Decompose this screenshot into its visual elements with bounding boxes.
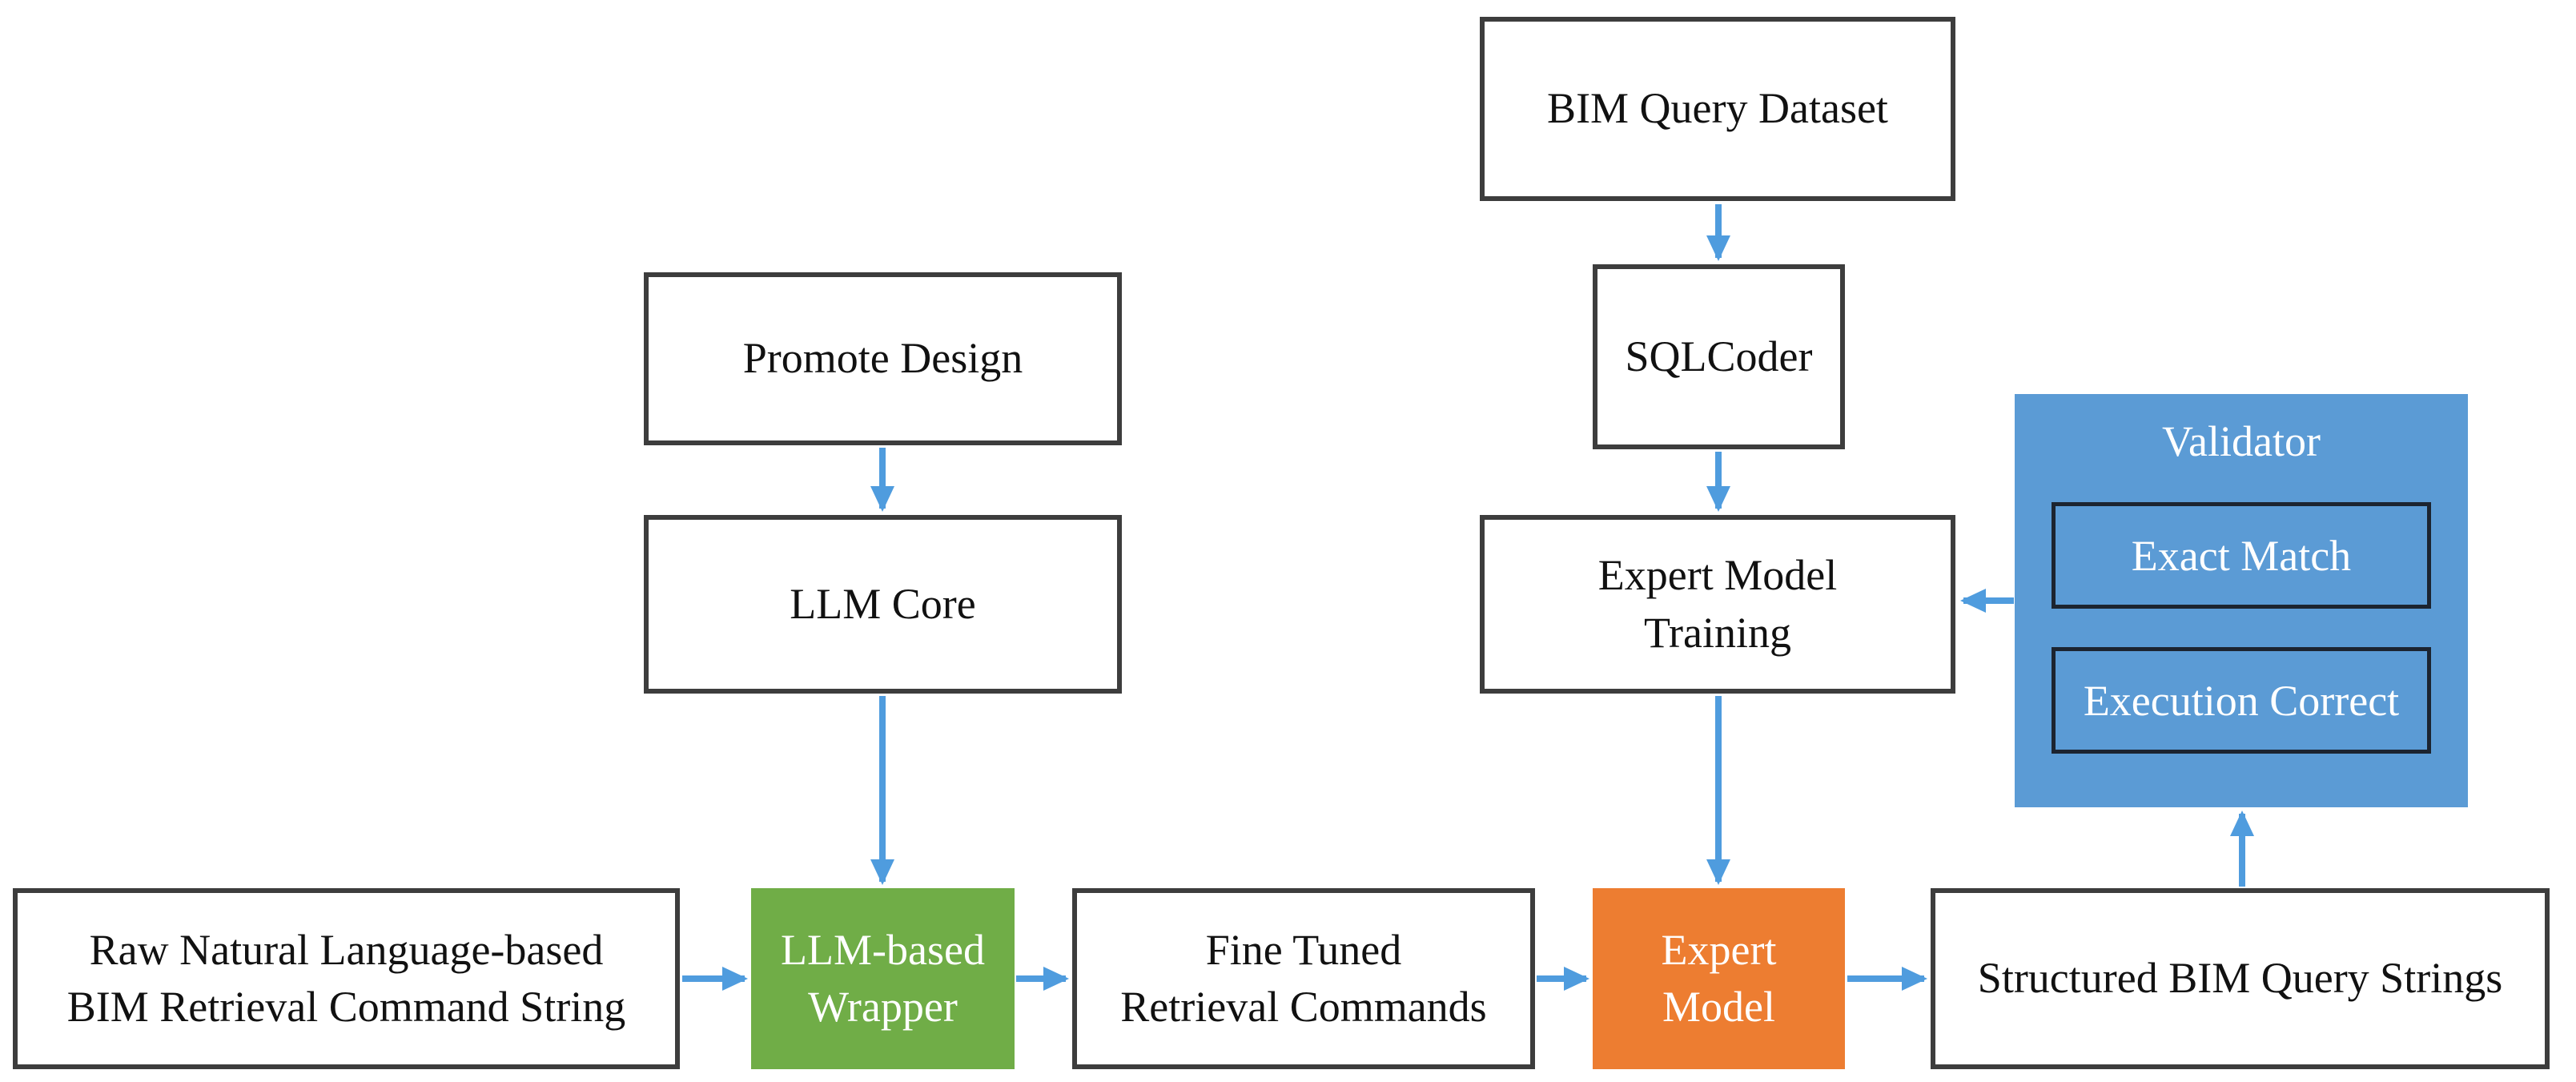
node-label: Expert Model Training <box>1597 551 1838 657</box>
node-label: Expert Model <box>1661 925 1777 1031</box>
node-fine-tuned-commands: Fine Tuned Retrieval Commands <box>1072 888 1535 1069</box>
node-raw-command: Raw Natural Language-based BIM Retrieval… <box>13 888 680 1069</box>
node-expert-model: Expert Model <box>1593 888 1845 1069</box>
node-label: Raw Natural Language-based BIM Retrieval… <box>66 925 626 1031</box>
node-label: Promote Design <box>742 334 1023 383</box>
node-label: Execution Correct <box>2083 676 2400 725</box>
node-label: Fine Tuned Retrieval Commands <box>1120 925 1487 1031</box>
node-bim-query-dataset: BIM Query Dataset <box>1480 17 1955 201</box>
validator-title: Validator <box>2162 417 2321 465</box>
panel-validator: Validator Exact Match Execution Correct <box>2015 394 2468 807</box>
node-label: SQLCoder <box>1625 332 1813 380</box>
node-label: LLM-based Wrapper <box>781 925 985 1031</box>
node-execution-correct: Execution Correct <box>2052 647 2431 754</box>
node-expert-model-training: Expert Model Training <box>1480 515 1955 694</box>
node-label: Structured BIM Query Strings <box>1977 954 2503 1003</box>
node-label: Exact Match <box>2131 531 2352 580</box>
node-llm-based-wrapper: LLM-based Wrapper <box>751 888 1015 1069</box>
node-label: LLM Core <box>790 579 976 628</box>
node-sqlcoder: SQLCoder <box>1593 264 1845 449</box>
node-llm-core: LLM Core <box>644 515 1122 694</box>
node-structured-query-strings: Structured BIM Query Strings <box>1931 888 2550 1069</box>
node-promote-design: Promote Design <box>644 272 1122 445</box>
node-exact-match: Exact Match <box>2052 502 2431 609</box>
node-label: BIM Query Dataset <box>1547 84 1888 133</box>
